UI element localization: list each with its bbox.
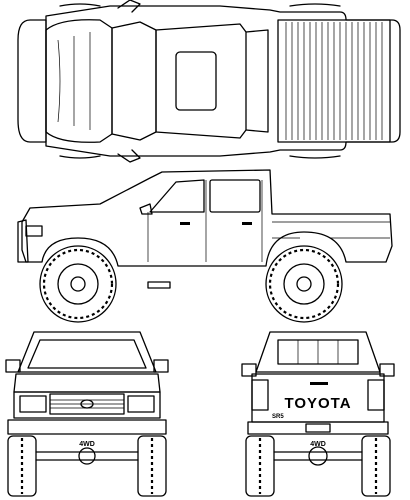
top-sunroof bbox=[175, 51, 217, 111]
rear-window-dividers bbox=[297, 340, 339, 364]
front-tire-left bbox=[7, 435, 37, 497]
rear-taillight-left bbox=[251, 379, 269, 411]
rear-tire-right bbox=[361, 435, 391, 497]
side-front-bumper bbox=[17, 219, 29, 263]
side-front-window bbox=[149, 179, 205, 213]
side-front-hub bbox=[70, 276, 86, 292]
top-body-outline bbox=[45, 5, 401, 157]
front-hood bbox=[13, 373, 161, 393]
rear-plate bbox=[305, 423, 331, 433]
rear-bumper bbox=[247, 421, 389, 435]
side-body-outline bbox=[21, 169, 393, 267]
rear-brand-text: TOYOTA bbox=[284, 395, 351, 412]
rear-taillight-right bbox=[367, 379, 385, 411]
side-rear-tire bbox=[265, 245, 343, 323]
side-rear-tread bbox=[268, 248, 340, 320]
front-diff bbox=[78, 447, 96, 465]
top-hood-lines bbox=[57, 32, 91, 130]
side-rear-hub bbox=[296, 276, 312, 292]
front-tire-right bbox=[137, 435, 167, 497]
side-bed-lines bbox=[272, 221, 390, 239]
front-emblem bbox=[80, 399, 94, 409]
front-mirror-left bbox=[5, 359, 21, 373]
side-handle-rear bbox=[242, 222, 252, 225]
front-axle bbox=[35, 451, 139, 461]
front-face bbox=[13, 391, 161, 419]
front-grille-bars bbox=[50, 399, 124, 409]
front-headlamp-right bbox=[127, 395, 155, 413]
side-front-tire bbox=[39, 245, 117, 323]
front-windshield bbox=[27, 339, 147, 369]
rear-view: TOYOTA SR5 4WD bbox=[241, 331, 395, 497]
rear-axle bbox=[273, 451, 363, 461]
top-mirror-right bbox=[117, 149, 141, 163]
top-bed-ribs bbox=[285, 22, 383, 140]
front-headlamp-left bbox=[19, 395, 47, 413]
top-front-bumper bbox=[17, 19, 47, 143]
side-exhaust bbox=[147, 281, 171, 289]
top-mirror-left bbox=[117, 0, 141, 13]
side-rear-rim bbox=[283, 263, 325, 305]
side-mirror bbox=[139, 203, 153, 215]
front-bumper bbox=[7, 419, 167, 435]
side-headlamp bbox=[25, 225, 43, 237]
side-rear-window bbox=[209, 179, 261, 213]
rear-mirror-right bbox=[379, 363, 395, 377]
rear-tire-left bbox=[245, 435, 275, 497]
top-rear-window bbox=[245, 29, 269, 133]
front-badge-text: 4WD bbox=[79, 441, 95, 448]
rear-badge-text: 4WD bbox=[310, 441, 326, 448]
top-roof bbox=[155, 23, 247, 139]
side-front-tread bbox=[42, 248, 114, 320]
top-bed bbox=[277, 19, 391, 143]
side-front-rim bbox=[57, 263, 99, 305]
side-view bbox=[17, 169, 393, 323]
side-handle-front bbox=[180, 222, 190, 225]
front-cab bbox=[17, 331, 157, 373]
top-windshield bbox=[111, 21, 157, 141]
front-mirror-right bbox=[153, 359, 169, 373]
top-hood bbox=[45, 19, 113, 143]
rear-diff bbox=[308, 446, 328, 466]
side-door-lines bbox=[147, 180, 263, 262]
front-view: 4WD bbox=[5, 331, 169, 497]
top-fender-flares bbox=[59, 3, 341, 159]
rear-tailgate-handle bbox=[310, 382, 328, 385]
top-view bbox=[17, 0, 401, 163]
rear-mirror-left bbox=[241, 363, 257, 377]
rear-badge-small: SR5 bbox=[272, 414, 284, 420]
